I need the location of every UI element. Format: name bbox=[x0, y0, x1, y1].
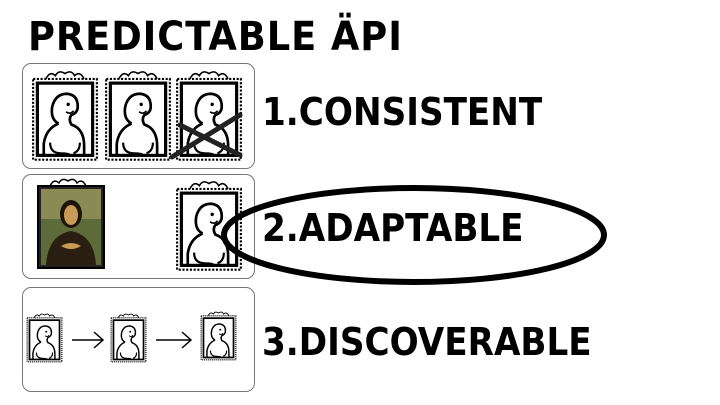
label-discoverable: 3.DISCOVERABLE bbox=[262, 320, 592, 364]
mona-lisa-image bbox=[37, 178, 105, 269]
label-consistent: 1.CONSISTENT bbox=[262, 90, 543, 134]
slide-title: PREDICTABLE ÄPI bbox=[28, 14, 403, 60]
portrait-icon bbox=[31, 68, 99, 162]
label-adaptable: 2.ADAPTABLE bbox=[262, 206, 524, 250]
portrait-icon bbox=[104, 68, 172, 162]
arrow-right-icon bbox=[72, 331, 105, 349]
portrait-icon bbox=[26, 312, 63, 363]
portrait-icon bbox=[200, 310, 237, 361]
arrow-right-icon bbox=[156, 331, 193, 349]
portrait-icon bbox=[110, 312, 147, 363]
highlight-ellipse bbox=[221, 185, 607, 285]
cross-out-icon bbox=[169, 112, 243, 160]
